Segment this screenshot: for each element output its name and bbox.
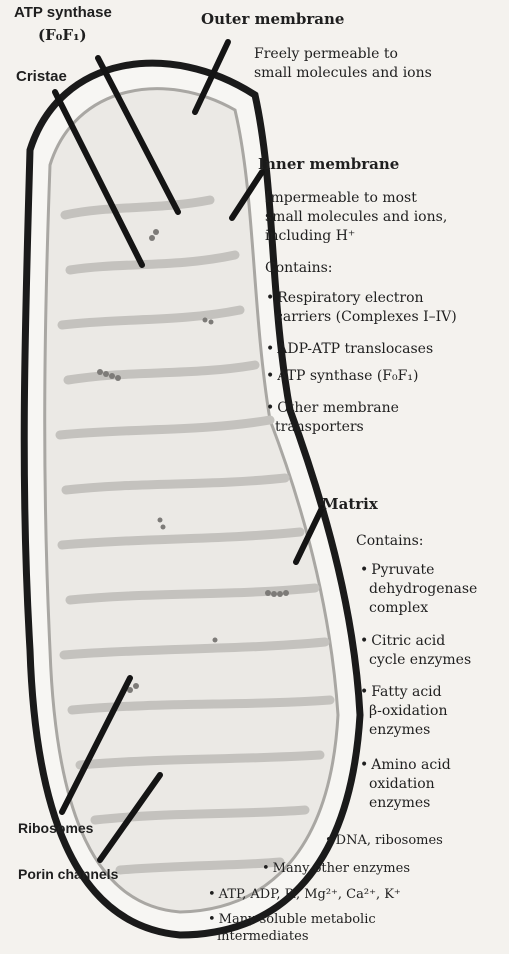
label-cristae: Cristae <box>16 68 67 85</box>
matrix-item: oxidation <box>369 776 435 793</box>
inner-item: Other membrane <box>266 400 399 417</box>
inner-item: carriers (Complexes I–IV) <box>275 309 457 326</box>
matrix-item: Many other enzymes <box>262 861 410 877</box>
matrix-item: cycle enzymes <box>369 652 471 669</box>
inner-membrane-desc-1: Impermeable to most <box>265 190 417 207</box>
matrix-item: enzymes <box>369 722 430 739</box>
inner-item: ADP-ATP translocases <box>266 341 433 358</box>
matrix-item: complex <box>369 600 428 617</box>
inner-membrane-desc-3: including H⁺ <box>265 228 355 245</box>
matrix-item: enzymes <box>369 795 430 812</box>
matrix-item: ATP, ADP, Pᵢ, Mg²⁺, Ca²⁺, K⁺ <box>208 887 401 903</box>
matrix-contains: Contains: <box>356 533 424 550</box>
outer-membrane-desc-1: Freely permeable to <box>254 46 398 63</box>
label-ribosomes: Ribosomes <box>18 820 93 836</box>
inner-membrane-desc-2: small molecules and ions, <box>265 209 447 226</box>
inner-item: transporters <box>275 419 364 436</box>
matrix-item: Many soluble metabolic <box>208 912 376 928</box>
matrix-item: dehydrogenase <box>369 581 477 598</box>
matrix-item: DNA, ribosomes <box>325 833 443 849</box>
label-outer-membrane: Outer membrane <box>201 10 344 28</box>
matrix-item: Citric acid <box>360 633 445 650</box>
matrix-item: Amino acid <box>360 757 451 774</box>
inner-item: Respiratory electron <box>266 290 424 307</box>
label-porin-channels: Porin channels <box>18 866 118 882</box>
label-atp-synthase: ATP synthase <box>14 4 112 21</box>
label-atp-synthase-formula: (F₀F₁) <box>38 26 87 44</box>
outer-membrane-desc-2: small molecules and ions <box>254 65 432 82</box>
matrix-item: Fatty acid <box>360 684 442 701</box>
label-matrix: Matrix <box>322 495 378 513</box>
inner-item: ATP synthase (F₀F₁) <box>266 368 418 385</box>
matrix-item: Pyruvate <box>360 562 434 579</box>
matrix-item: β-oxidation <box>369 703 447 720</box>
label-inner-membrane: Inner membrane <box>258 155 399 173</box>
inner-membrane-contains: Contains: <box>265 260 333 277</box>
matrix-item: intermediates <box>217 929 309 945</box>
